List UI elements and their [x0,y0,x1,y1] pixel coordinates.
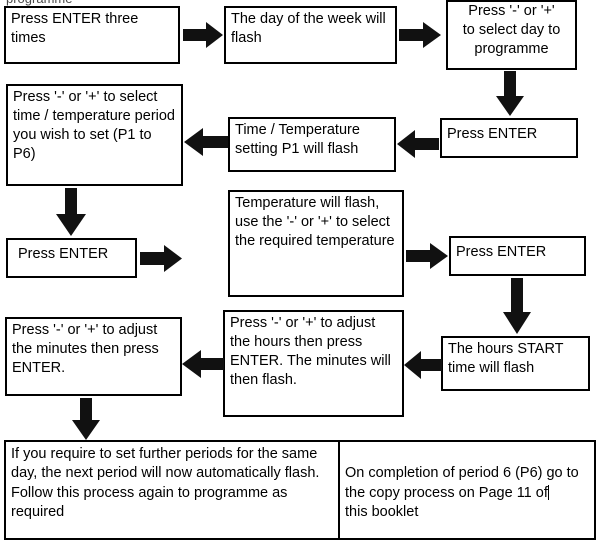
arrow-right-n2-to-n3 [399,22,441,48]
flow-node-time-temperature-p1-flash: Time / Temperature setting P1 will flash [228,117,396,172]
clipped-header-text: programme [6,0,72,6]
flow-node-hours-start-time-flash: The hours START time will flash [441,336,590,391]
arrow-right-n7-to-n8 [140,245,182,272]
flow-node-press-enter-after-temperature: Press ENTER [449,236,586,276]
arrow-left-n11-to-n12 [182,350,224,378]
footer-right-note-tail: this booklet [345,503,419,520]
text-cursor [547,484,549,500]
footer-left-note: If you require to set further periods fo… [6,442,340,538]
flow-node-adjust-minutes: Press '-' or '+' to adjust the minutes t… [5,317,182,396]
flow-node-select-day-to-programme: Press '-' or '+' to select day to progra… [446,0,577,70]
footer-right-note: On completion of period 6 (P6) go to the… [340,442,594,538]
arrow-down-n12-to-footer [72,398,100,440]
flow-node-temperature-select: Temperature will flash, use the '-' or '… [228,190,404,297]
flow-node-select-time-temperature-period: Press '-' or '+' to select time / temper… [6,84,183,186]
flow-node-press-enter-after-period: Press ENTER [6,238,137,278]
arrow-right-n1-to-n2 [183,22,223,48]
arrow-down-n6-to-n7 [56,188,86,236]
arrow-down-n3-to-n4 [496,71,524,116]
arrow-left-n4-to-n5 [397,130,439,158]
footer-right-note-main: On completion of period 6 (P6) go to the… [345,465,579,501]
flow-node-day-of-week-will-flash: The day of the week will flash [224,6,397,64]
arrow-left-n10-to-n11 [404,351,442,379]
arrow-left-n5-to-n6 [184,128,228,156]
arrow-right-n8-to-n9 [406,243,448,269]
flow-node-press-enter-three-times: Press ENTER three times [4,6,180,64]
arrow-down-n9-to-n10 [503,278,531,334]
flow-node-press-enter-after-day: Press ENTER [440,118,578,158]
flow-node-adjust-hours: Press '-' or '+' to adjust the hours the… [223,310,404,417]
flow-node-footer-notes: If you require to set further periods fo… [4,440,596,540]
